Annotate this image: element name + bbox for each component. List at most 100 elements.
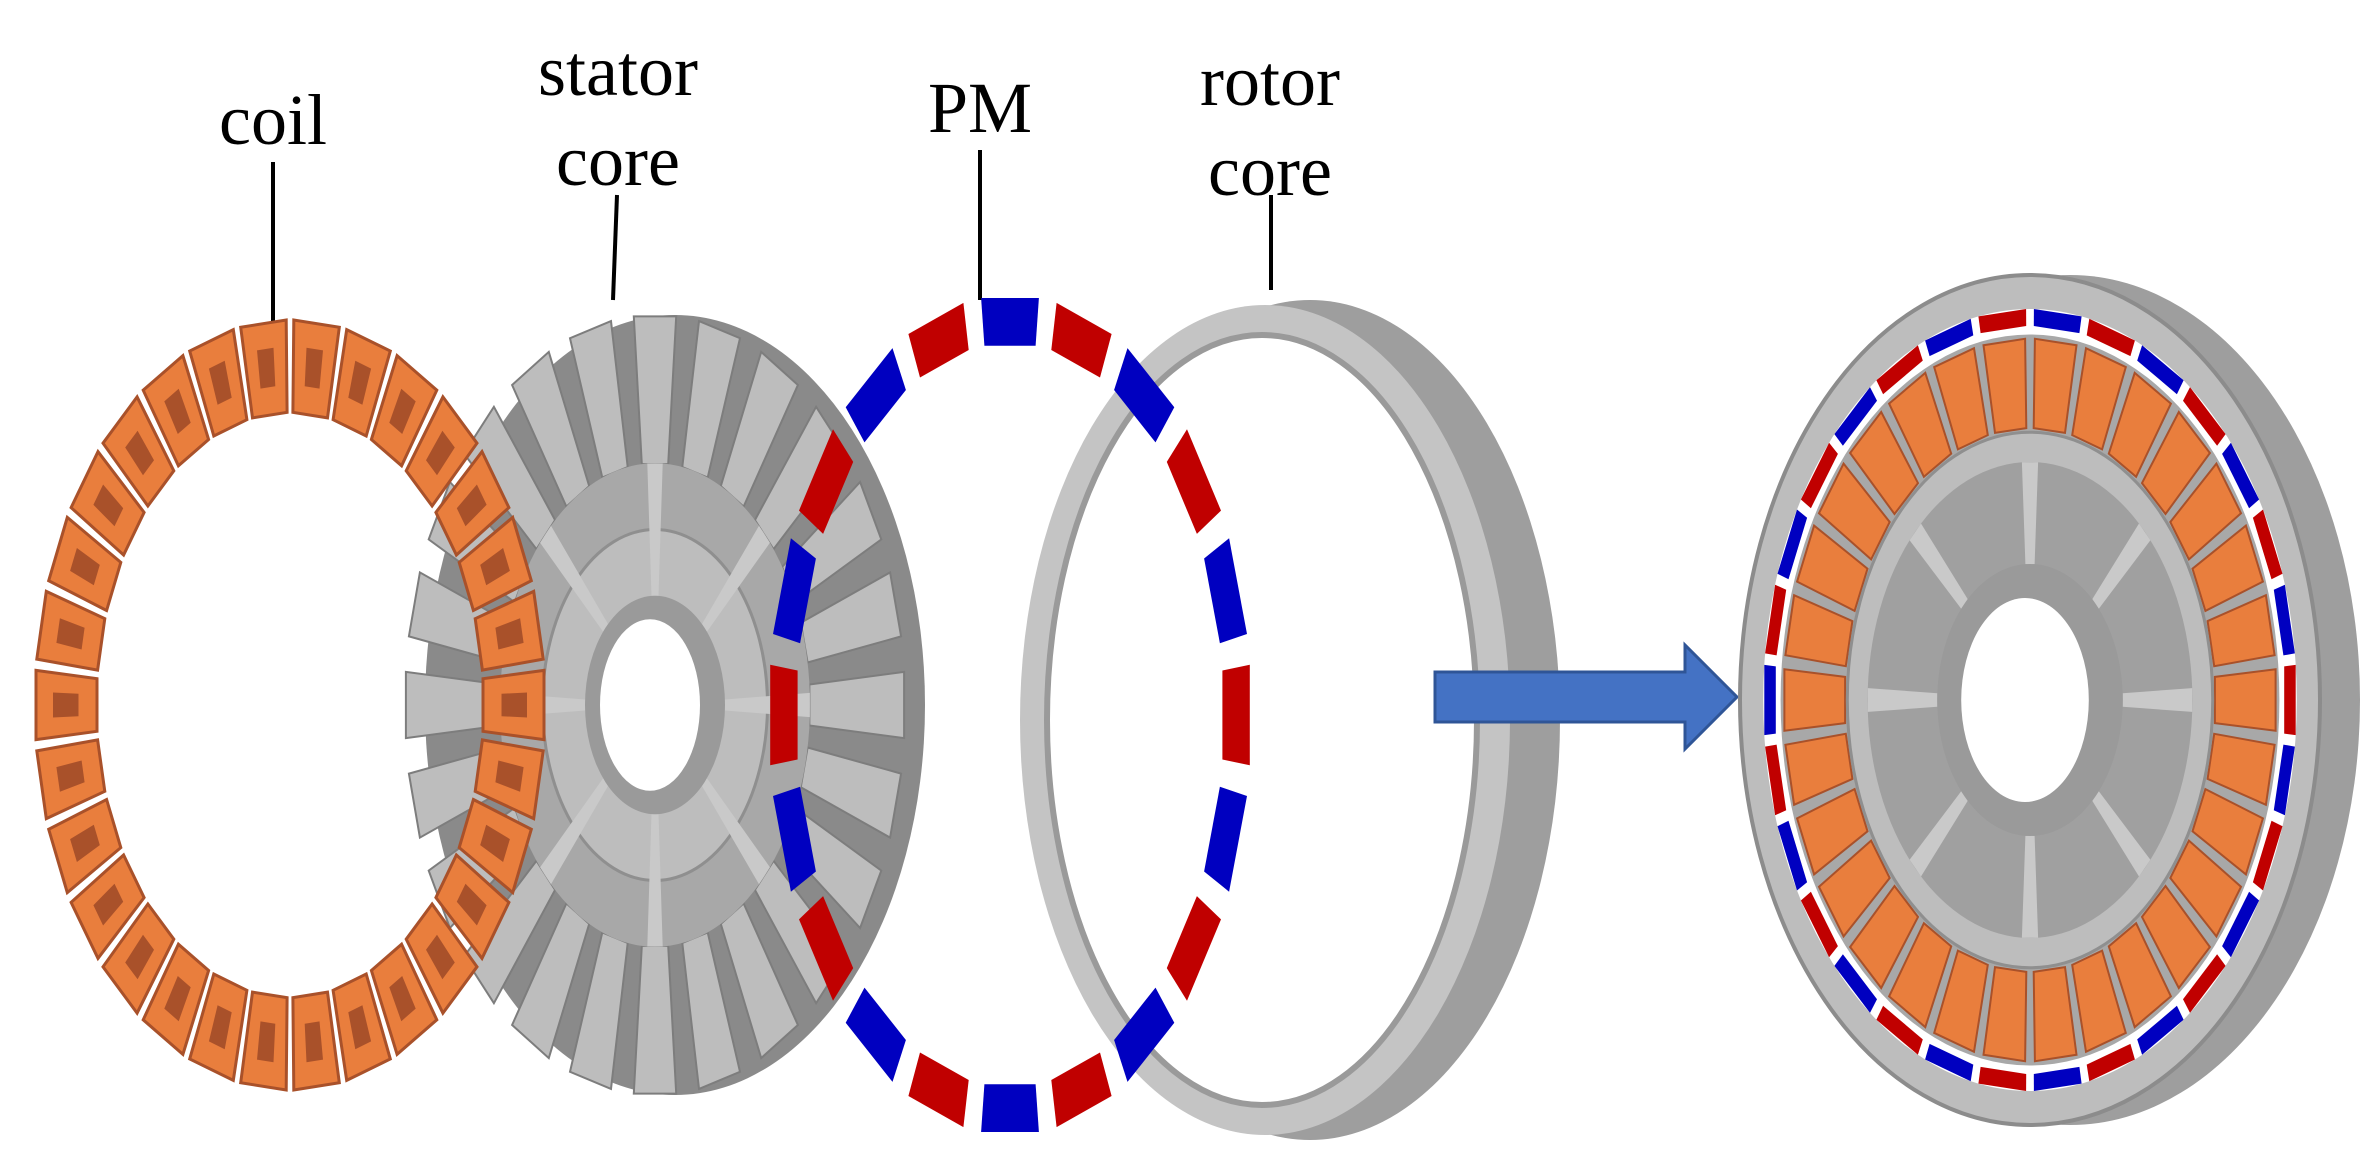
assembled-coil xyxy=(1848,410,1920,516)
assembled-magnet xyxy=(1876,345,1923,395)
coil-slot xyxy=(56,618,85,650)
assembled-magnet xyxy=(1765,744,1787,816)
assembled-coil xyxy=(2206,732,2276,807)
stator-tooth xyxy=(632,315,678,466)
stator-spoke xyxy=(702,525,770,632)
stator-core-label-line1: stator xyxy=(538,31,698,111)
assembled-spoke xyxy=(2092,523,2151,609)
coil-label: coil xyxy=(219,80,327,160)
assembled-magnet xyxy=(1925,1043,1974,1082)
assembled-magnet xyxy=(2252,820,2283,891)
assembled-magnet xyxy=(1764,664,1776,736)
coil-slot xyxy=(56,760,85,792)
coil-slot xyxy=(501,692,527,718)
assembled-magnet xyxy=(1834,387,1877,446)
stator-core-label-line2: core xyxy=(556,121,680,201)
assembled-coil xyxy=(2140,410,2212,516)
assembled-magnet xyxy=(1925,318,1974,357)
assembled-magnet xyxy=(2033,309,2082,334)
coil-slot xyxy=(53,692,79,718)
stator-bore xyxy=(600,619,700,791)
coil-slot xyxy=(348,360,372,405)
assembled-coil xyxy=(1795,523,1869,613)
assembled-spoke xyxy=(1909,791,1968,877)
magnet-segment xyxy=(1114,987,1175,1082)
coil-slot xyxy=(257,1021,276,1063)
assembled-coil xyxy=(2213,668,2277,732)
coil-slot xyxy=(125,934,154,980)
coil-slot xyxy=(304,347,323,389)
stator-spoke xyxy=(540,525,608,632)
assembled-coil xyxy=(2032,337,2078,435)
stator-core-label: stator core xyxy=(518,26,718,206)
coil-slot xyxy=(426,934,455,980)
coil-slot xyxy=(389,976,416,1022)
assembled-coil xyxy=(2032,965,2078,1063)
assembled-spoke xyxy=(2092,791,2151,877)
assembled-magnet xyxy=(2086,1043,2135,1082)
assembled-coil xyxy=(1817,461,1891,562)
assembled-coil xyxy=(1848,884,1920,990)
coil-slot xyxy=(257,347,276,389)
assembled-coil xyxy=(1933,949,1989,1054)
assembled-magnet xyxy=(2137,345,2184,395)
rotor-core-label-line1: rotor xyxy=(1200,41,1340,121)
coil-slot xyxy=(93,484,124,527)
assembled-spoke xyxy=(2021,835,2039,938)
coil-slot xyxy=(164,976,191,1022)
magnet-segment xyxy=(1051,1052,1112,1128)
assembled-magnet xyxy=(1777,820,1808,891)
magnet-segment xyxy=(908,1052,969,1128)
assembled-coil xyxy=(2169,838,2243,939)
assembled-coil xyxy=(1783,668,1847,732)
magnet-segment xyxy=(981,298,1039,346)
magnet-segment xyxy=(1204,538,1247,644)
assembled-spoke xyxy=(2021,462,2039,565)
coil-slot xyxy=(495,618,524,650)
assembled-magnet xyxy=(1800,891,1838,958)
magnet-segment xyxy=(1222,664,1250,766)
assembled-coil xyxy=(2206,593,2276,668)
assembled-magnet xyxy=(1978,309,2027,334)
assembled-coil xyxy=(2071,346,2127,451)
rotor-core-label-line2: core xyxy=(1208,131,1332,211)
coil-slot xyxy=(208,1005,232,1050)
assembled-coil xyxy=(1887,921,1953,1029)
assembled-coil xyxy=(2140,884,2212,990)
assembled-motor xyxy=(1738,273,2360,1127)
rotor-core-label: rotor core xyxy=(1170,36,1370,216)
assembled-magnet xyxy=(2086,318,2135,357)
magnet-segment xyxy=(773,538,816,644)
assembled-coil xyxy=(1795,787,1869,877)
assembled-magnet xyxy=(2033,1066,2082,1091)
arrow-icon xyxy=(1433,641,1740,753)
coil-slot xyxy=(164,388,191,434)
coil-slot xyxy=(70,824,100,862)
stator-tooth xyxy=(808,670,906,740)
assembled-coil xyxy=(2169,461,2243,562)
magnet-segment xyxy=(799,429,854,534)
permanent-magnet-ring xyxy=(770,298,1250,1132)
assembled-coil xyxy=(1933,346,1989,451)
assembled-magnet xyxy=(1765,584,1787,656)
assembled-magnet xyxy=(2222,442,2260,509)
magnet-segment xyxy=(773,786,816,892)
assembled-magnet xyxy=(1800,442,1838,509)
magnet-segment xyxy=(1166,429,1221,534)
pm-label: PM xyxy=(927,68,1033,148)
assembled-spoke xyxy=(1909,523,1968,609)
coil-slot xyxy=(480,824,510,862)
assembled-magnet xyxy=(2137,1005,2184,1055)
coil xyxy=(34,318,546,1092)
magnet-segment xyxy=(845,987,906,1082)
assembled-bore xyxy=(1961,598,2089,802)
coil-slot xyxy=(495,760,524,792)
magnet-segment xyxy=(1204,786,1247,892)
assembled-coil xyxy=(2107,371,2173,479)
stator-spoke xyxy=(702,778,770,885)
coil-slot xyxy=(348,1005,372,1050)
magnet-segment xyxy=(908,302,969,378)
assembled-magnet xyxy=(1978,1066,2027,1091)
coil-slot xyxy=(208,360,232,405)
